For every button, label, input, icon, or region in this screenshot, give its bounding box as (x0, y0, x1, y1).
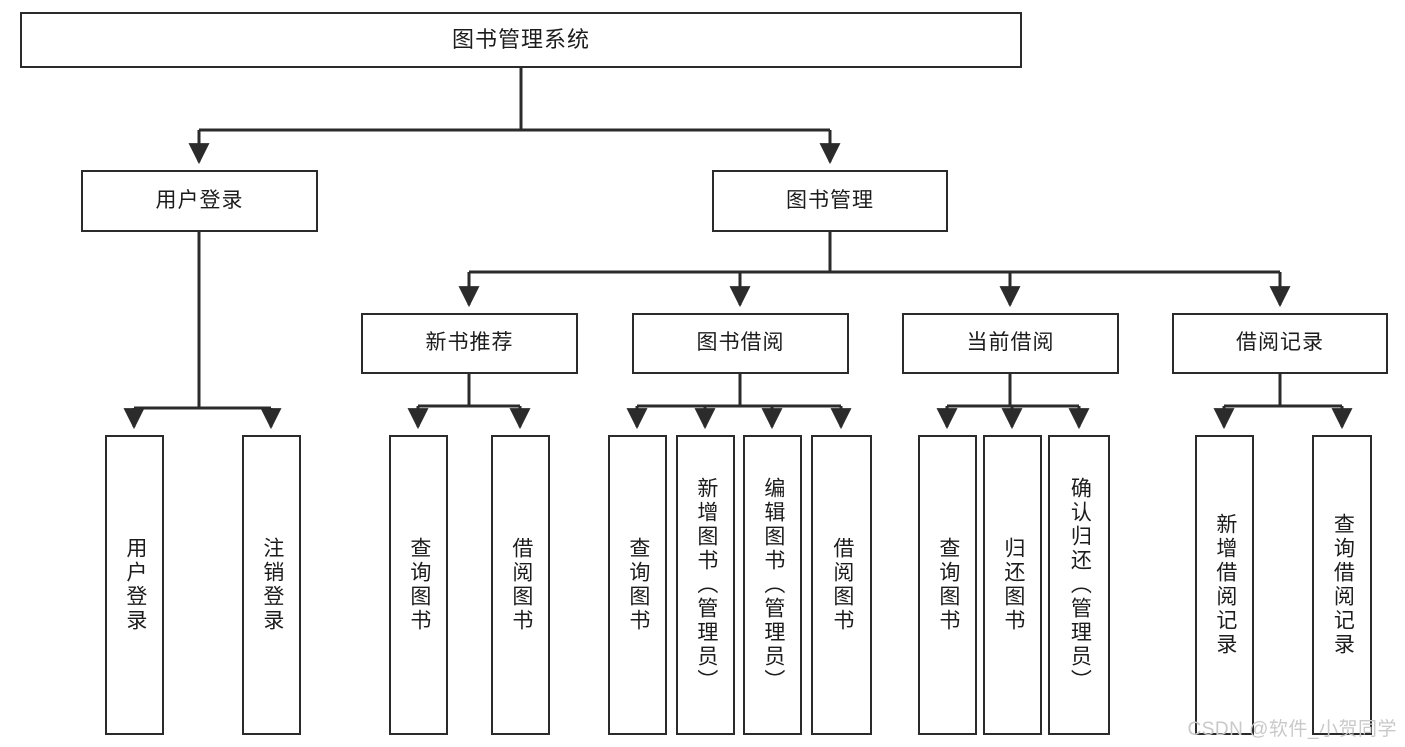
leaf-query-record[interactable]: 查询借阅记录 (1312, 435, 1372, 735)
leaf-query-book-3-label: 查询图书 (936, 537, 960, 633)
leaf-query-book-1[interactable]: 查询图书 (389, 435, 448, 735)
node-borrow-record-label: 借阅记录 (1236, 331, 1324, 355)
node-user-login-label: 用户登录 (155, 188, 244, 212)
node-book-borrow-label: 图书借阅 (696, 331, 785, 355)
node-root[interactable]: 图书管理系统 (20, 12, 1022, 68)
watermark: CSDN @软件_小贺同学 (1187, 719, 1397, 740)
leaf-edit-book[interactable]: 编辑图书（管理员） (743, 435, 802, 735)
node-current-borrow[interactable]: 当前借阅 (902, 313, 1119, 374)
leaf-borrow-book-2[interactable]: 借阅图书 (811, 435, 872, 735)
node-new-book-rec[interactable]: 新书推荐 (361, 313, 578, 374)
node-book-borrow[interactable]: 图书借阅 (632, 313, 849, 374)
leaf-confirm-return-label: 确认归还（管理员） (1068, 477, 1092, 693)
leaf-user-login-label: 用户登录 (123, 537, 147, 633)
leaf-add-book-label: 新增图书（管理员） (694, 477, 718, 693)
leaf-confirm-return[interactable]: 确认归还（管理员） (1048, 435, 1110, 735)
leaf-return-book-label: 归还图书 (1001, 537, 1025, 633)
node-current-borrow-label: 当前借阅 (966, 331, 1055, 355)
leaf-add-record-label: 新增借阅记录 (1213, 513, 1237, 657)
leaf-query-book-3[interactable]: 查询图书 (918, 435, 977, 735)
node-user-login[interactable]: 用户登录 (81, 170, 318, 232)
node-book-manage-label: 图书管理 (786, 188, 874, 212)
leaf-add-book[interactable]: 新增图书（管理员） (676, 435, 735, 735)
leaf-logout[interactable]: 注销登录 (242, 435, 301, 735)
leaf-query-book-1-label: 查询图书 (407, 537, 431, 633)
node-book-manage[interactable]: 图书管理 (712, 170, 948, 232)
node-root-label: 图书管理系统 (451, 27, 590, 53)
leaf-user-login[interactable]: 用户登录 (105, 435, 164, 735)
leaf-return-book[interactable]: 归还图书 (983, 435, 1042, 735)
leaf-borrow-book-1[interactable]: 借阅图书 (491, 435, 550, 735)
leaf-query-book-2[interactable]: 查询图书 (608, 435, 667, 735)
leaf-query-book-2-label: 查询图书 (626, 537, 650, 633)
node-new-book-rec-label: 新书推荐 (425, 331, 514, 355)
leaf-add-record[interactable]: 新增借阅记录 (1195, 435, 1254, 735)
leaf-borrow-book-1-label: 借阅图书 (509, 537, 533, 633)
node-borrow-record[interactable]: 借阅记录 (1172, 313, 1388, 374)
leaf-edit-book-label: 编辑图书（管理员） (761, 477, 785, 693)
leaf-logout-label: 注销登录 (260, 537, 284, 633)
leaf-query-record-label: 查询借阅记录 (1331, 513, 1355, 657)
leaf-borrow-book-2-label: 借阅图书 (830, 537, 854, 633)
